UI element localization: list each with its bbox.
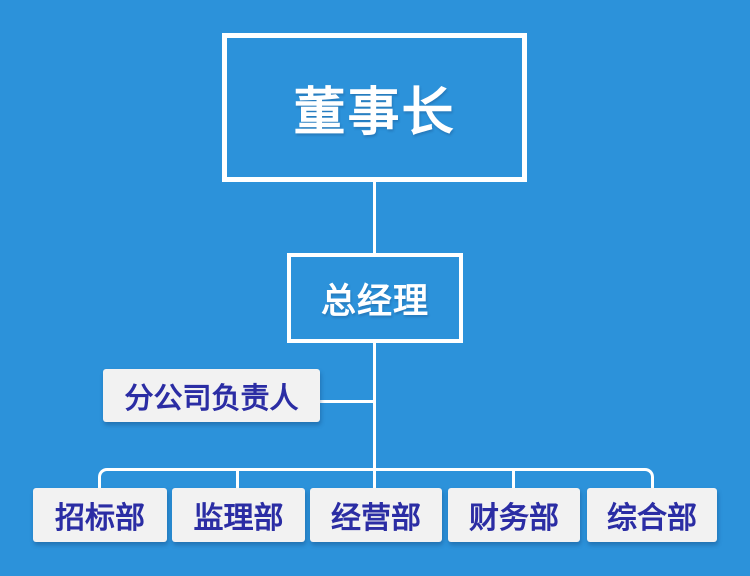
- node-branch-manager: 分公司负责人: [103, 369, 320, 422]
- node-dept-bidding-label: 招标部: [55, 501, 145, 536]
- node-dept-general-label: 综合部: [607, 501, 697, 536]
- connector-department-bus: [98, 468, 654, 489]
- node-dept-finance: 财务部: [448, 488, 580, 542]
- node-general-manager: 总经理: [287, 253, 463, 343]
- node-dept-operations: 经营部: [310, 488, 442, 542]
- node-dept-bidding: 招标部: [33, 488, 167, 542]
- node-dept-general: 综合部: [587, 488, 717, 542]
- node-chairman-label: 董事长: [293, 83, 456, 143]
- connector-drop-dept-2: [236, 470, 239, 488]
- connector-branch-manager: [318, 400, 376, 403]
- node-dept-operations-label: 经营部: [331, 501, 421, 536]
- node-dept-supervision-label: 监理部: [193, 501, 284, 536]
- node-branch-manager-label: 分公司负责人: [124, 380, 299, 415]
- node-chairman: 董事长: [222, 33, 527, 182]
- connector-chairman-to-gm: [373, 180, 376, 255]
- node-dept-supervision: 监理部: [172, 488, 305, 542]
- node-dept-finance-label: 财务部: [469, 501, 559, 536]
- connector-drop-dept-4: [512, 470, 515, 488]
- node-general-manager-label: 总经理: [320, 281, 429, 322]
- connector-gm-trunk: [373, 341, 376, 488]
